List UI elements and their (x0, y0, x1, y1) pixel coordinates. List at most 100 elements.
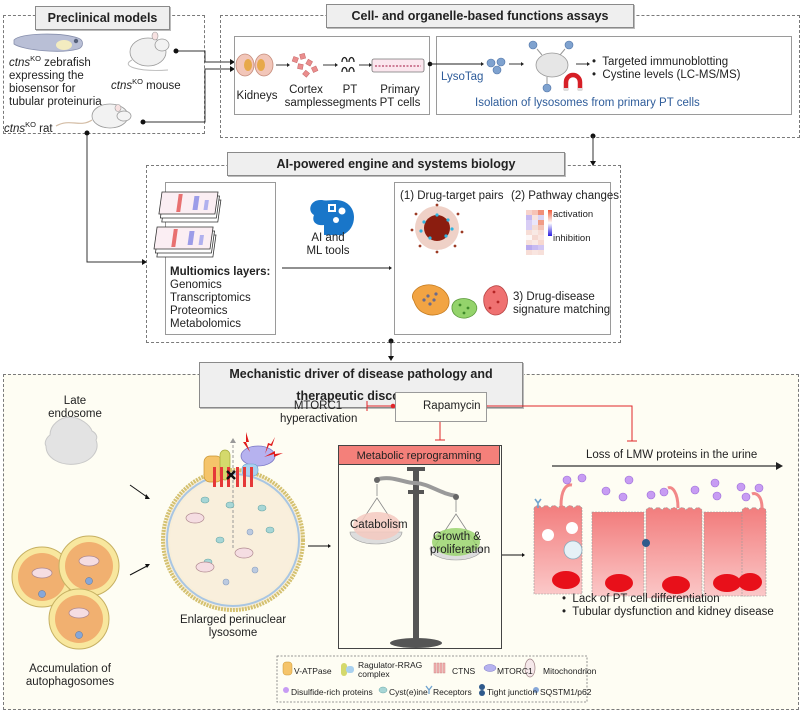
legend-mtorc1: MTORC1 (497, 666, 533, 676)
autophagosome-icon (48, 588, 110, 650)
legend-icons (282, 658, 539, 696)
mouse-icon (127, 31, 170, 71)
receptor-icon (425, 685, 433, 694)
isolation-caption: Isolation of lysosomes from primary PT c… (475, 97, 700, 109)
nucleus (552, 571, 762, 594)
zebrafish-label: ctnsKO zebrafish expressing the biosenso… (9, 54, 102, 108)
balance-scale-icon (349, 467, 483, 648)
ragulator-icon (341, 663, 347, 676)
omics-heatmap-stack-icon (158, 191, 222, 223)
connector-dot (173, 48, 179, 54)
legend-box (276, 655, 588, 703)
magnet-icon (563, 72, 583, 91)
preclinical-title: Preclinical models (35, 6, 170, 30)
v-atpase-icon (282, 661, 293, 676)
legend-receptors: Receptors (433, 687, 472, 697)
tight-junction-icon (642, 539, 650, 547)
lysotag-box (436, 36, 792, 115)
mtorc1-icon (483, 664, 497, 672)
multiomics-transcriptomics: Transcriptomics (170, 292, 251, 304)
zebrafish-icon (13, 33, 83, 52)
assay-output-2: • Cystine levels (LC-MS/MS) (592, 69, 741, 81)
legend-sqstm1: SQSTM1/p62 (540, 687, 592, 697)
cortex-samples-icon (291, 52, 319, 78)
kidneys-icon (235, 53, 274, 77)
mouse-label: ctnsKO mouse (111, 77, 181, 92)
rapamycin-label: Rapamycin (423, 400, 481, 412)
arrowhead (230, 59, 235, 65)
assays-title: Cell- and organelle-based functions assa… (326, 4, 634, 28)
petri-dish-icon (371, 58, 425, 73)
outcome-1: • Lack of PT cell differentiation (562, 593, 720, 605)
multiomics-heading: Multiomics layers: (170, 266, 271, 278)
pathway-label: (2) Pathway changes (511, 190, 620, 202)
legend-ctns: CTNS (452, 666, 476, 676)
inhibition-lines (366, 401, 637, 442)
multiomics-metabolomics: Metabolomics (170, 318, 241, 330)
growth-proliferation-label: Growth &proliferation (430, 531, 491, 556)
lysotag-label: LysoTag (441, 71, 484, 83)
multiomics-proteomics: Proteomics (170, 305, 228, 317)
mitochondrion-icon (524, 658, 536, 678)
tight-junction-icon (479, 684, 485, 690)
activation-label: activation (553, 209, 594, 220)
lysosome-beads-icon (486, 57, 506, 75)
lmw-loss-label: Loss of LMW proteins in the urine (586, 449, 758, 461)
assay-output-1: • Targeted immunoblotting (592, 56, 729, 68)
step-kidneys-label: Kidneys (236, 90, 278, 102)
enlarged-lysosome-icon (161, 432, 305, 612)
activation-scale (548, 210, 552, 236)
arrowhead (230, 66, 235, 72)
arrowhead (142, 259, 147, 265)
legend-tight-junction: Tight junction (487, 687, 538, 697)
late-endosome-icon (44, 416, 98, 465)
signature-matching-icon (412, 284, 508, 319)
legend-mitochondrion: Mitochondrion (543, 666, 597, 676)
rapamycin-box (395, 392, 487, 422)
connector-lines (86, 50, 230, 263)
legend-cystine: Cyst(e)ine (389, 687, 428, 697)
outcome-2: • Tubular dysfunction and kidney disease (562, 606, 774, 618)
autophagosome-icon (58, 535, 120, 597)
ai-title: AI-powered engine and systems biology (227, 152, 565, 176)
drug-target-network-icon (410, 203, 464, 254)
connector-dot (84, 130, 90, 136)
lmw-proteins (562, 473, 764, 502)
ctns-block-x-icon (226, 470, 236, 480)
pt-epithelial-cells-icon (533, 473, 767, 599)
rat-icon (55, 103, 132, 129)
immunoprecipitation-icon (528, 40, 574, 93)
rat-label: ctnsKO rat (4, 120, 53, 135)
metabolic-reprogramming-header: Metabolic reprogramming (338, 445, 500, 465)
receptor-icon (534, 498, 542, 508)
pathway-heatmap-icon (526, 210, 552, 255)
pt-segments-icon (341, 56, 355, 73)
drug-target-label: (1) Drug-target pairs (400, 190, 504, 202)
inhibition-label: inhibition (553, 233, 591, 244)
sqstm1-icon (533, 687, 539, 693)
cystine-icon (378, 686, 388, 694)
legend-disulfide: Disulfide-rich proteins (291, 687, 373, 697)
hyperactivation-bolts-icon (243, 432, 283, 457)
autophagosome-icon (11, 546, 73, 608)
omics-heatmap-stack-icon (153, 226, 217, 258)
legend-v-atpase: V-ATPase (294, 666, 332, 676)
lysosome-membrane-complex (203, 445, 276, 487)
disulfide-protein-icon (283, 687, 289, 693)
ctns-icon (433, 662, 446, 674)
connector-dot (140, 119, 146, 125)
ai-brain-icon (310, 199, 354, 235)
